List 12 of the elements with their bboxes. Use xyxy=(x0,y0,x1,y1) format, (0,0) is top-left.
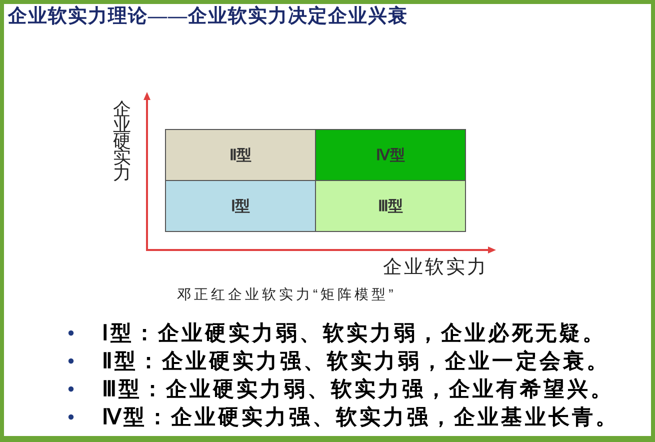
bullet-text: Ⅲ型：企业硬实力弱、软实力强，企业有希望兴。 xyxy=(102,377,614,401)
bullet-text: Ⅳ型：企业硬实力强、软实力强，企业基业长青。 xyxy=(102,405,620,429)
quadrant-box: Ⅰ型 xyxy=(165,180,316,232)
bullet-text: Ⅱ型：企业硬实力强、软实力弱，企业一定会衰。 xyxy=(102,349,610,373)
quadrant-box: Ⅳ型 xyxy=(315,129,466,181)
quadrant-box: Ⅲ型 xyxy=(315,180,466,232)
caption: 邓正红企业软实力“矩阵模型” xyxy=(177,286,396,303)
axis-label: 企业硬实力 xyxy=(112,101,132,181)
axis-label: 企业软实力 xyxy=(383,257,488,279)
quadrant-box: Ⅱ型 xyxy=(165,129,316,181)
bullet-text: Ⅰ型：企业硬实力弱、软实力弱，企业必死无疑。 xyxy=(102,321,606,345)
title: 企业软实力理论——企业软实力决定企业兴衰 xyxy=(8,6,408,28)
